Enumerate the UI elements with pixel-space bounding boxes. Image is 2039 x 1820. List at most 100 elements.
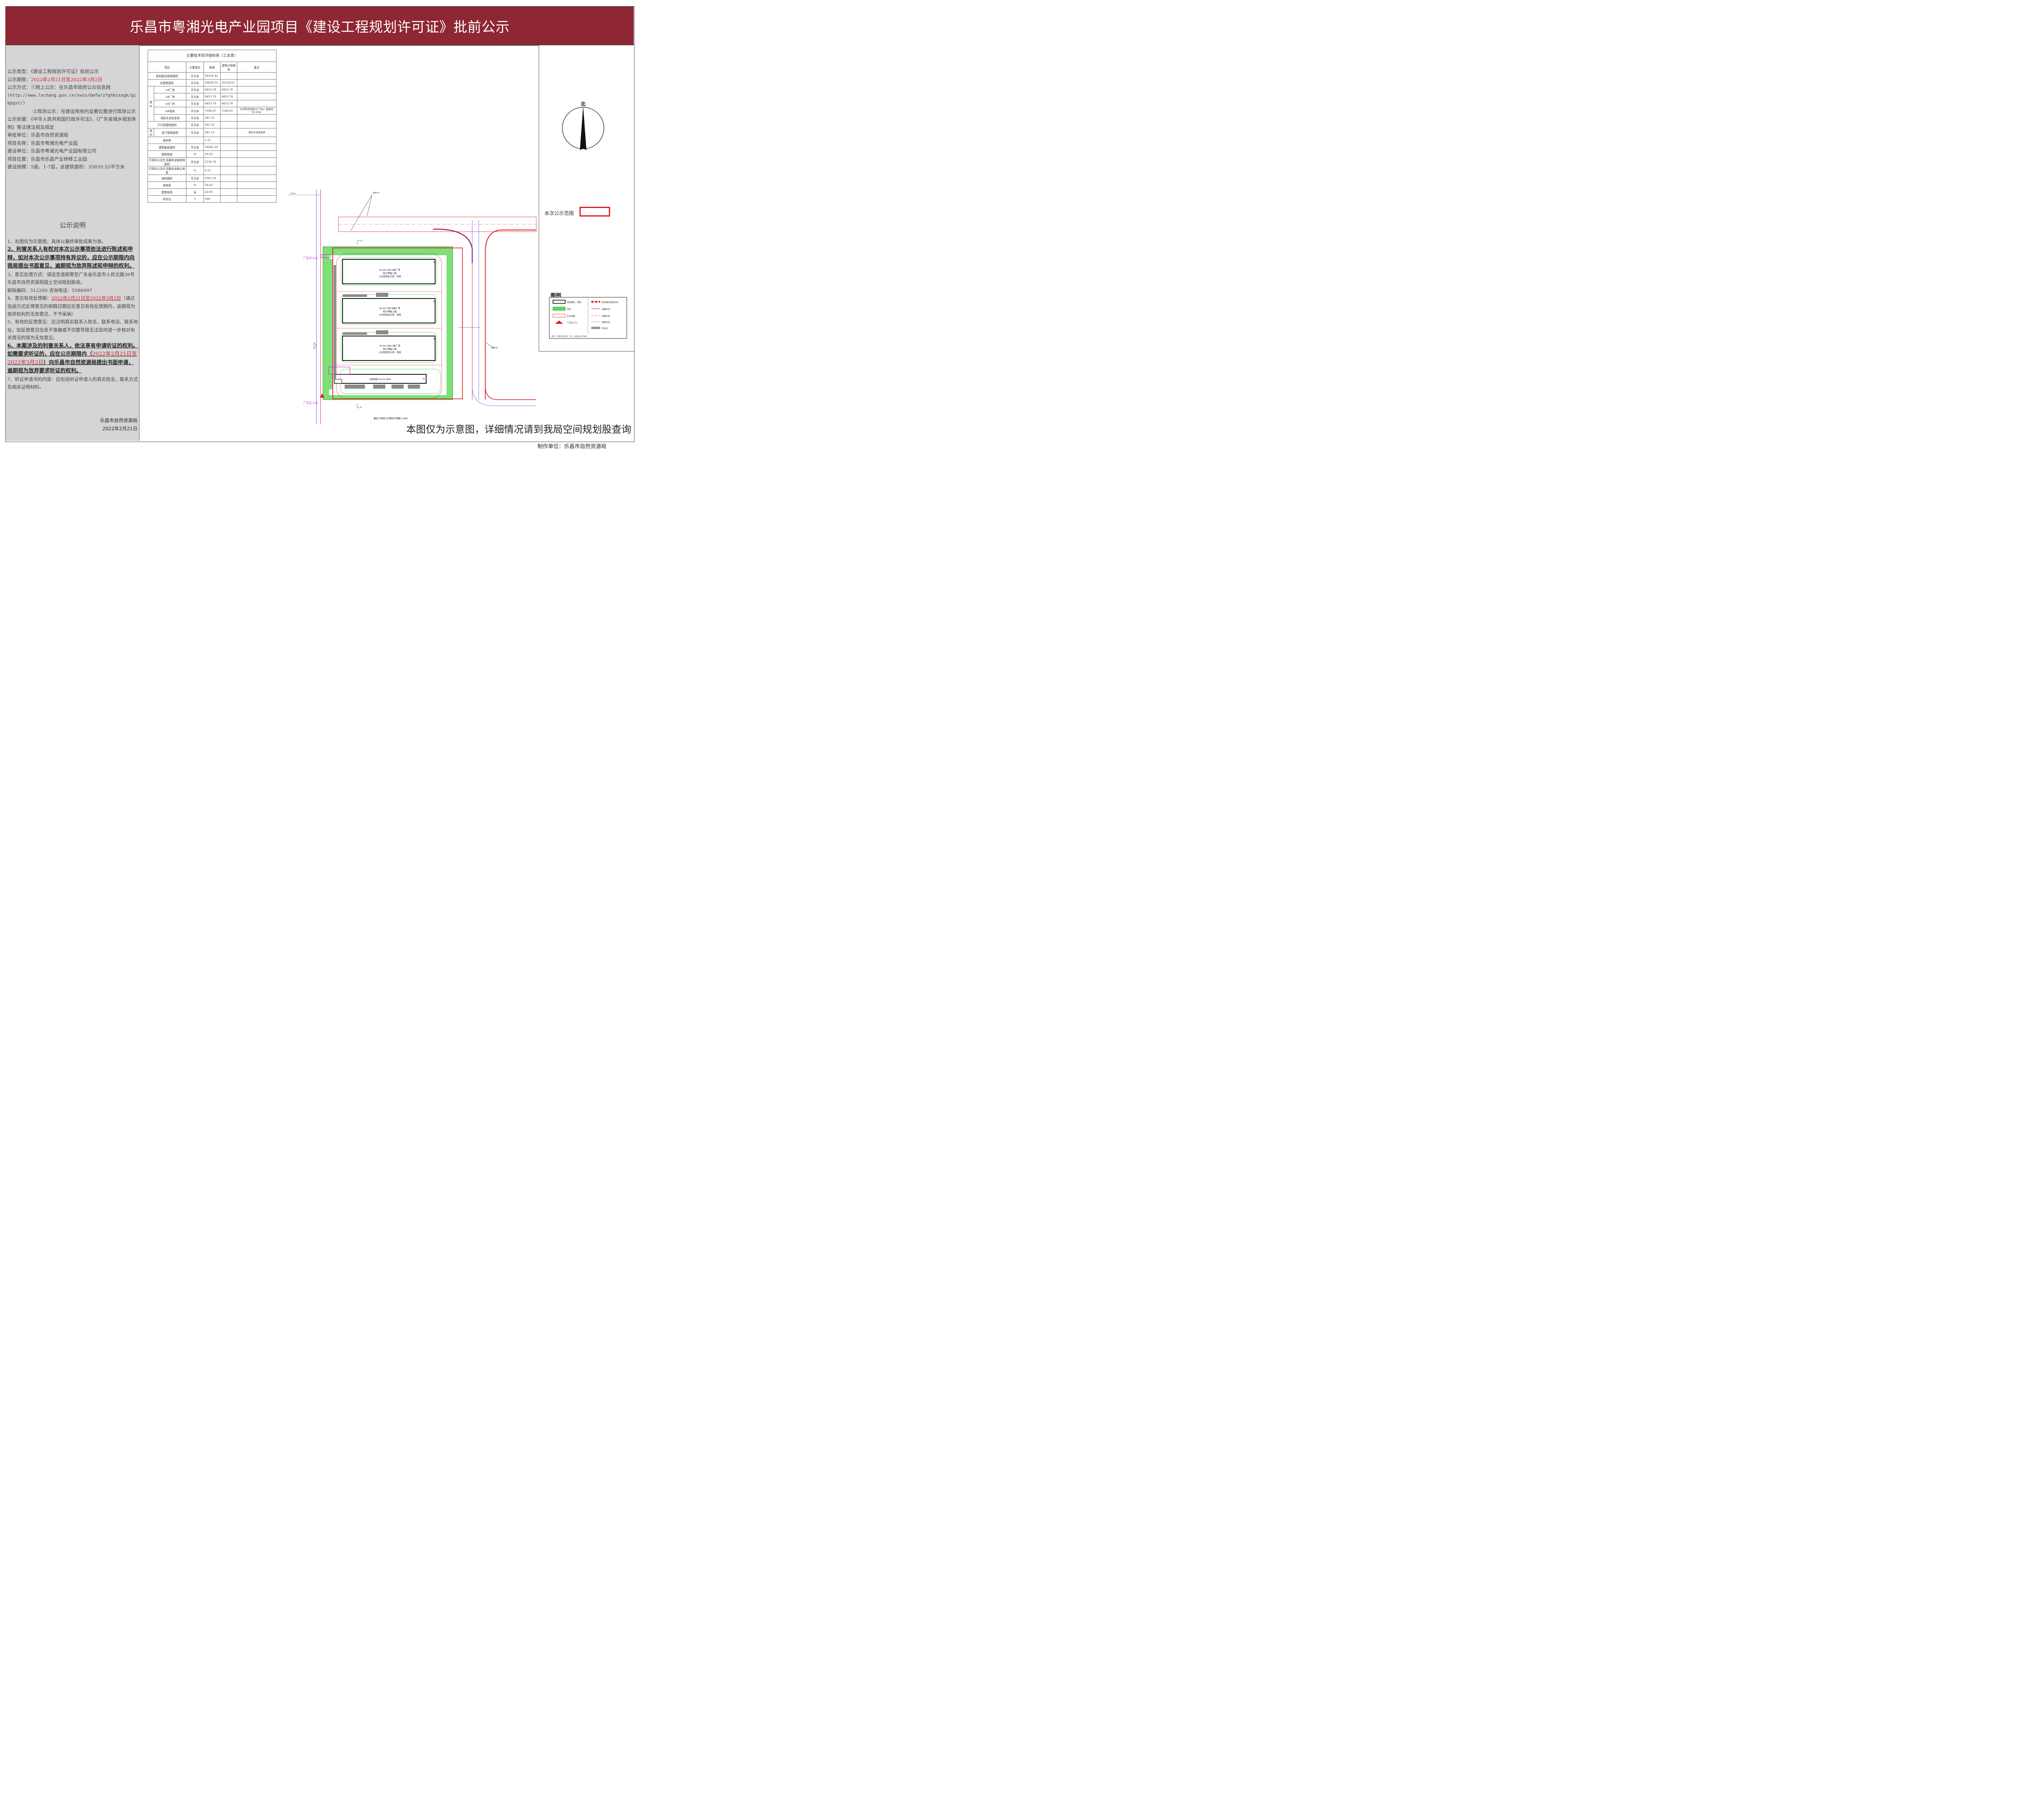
info-block: 公示类型：《建设工程规划许可证》批前公示 公示期限：2022年2月21日至202…: [7, 68, 139, 171]
cell-unit: 个: [186, 195, 204, 203]
cell-unit: 平方米: [186, 144, 204, 151]
svg-text:火灾危险性分类：丙类: 火灾危险性分类：丙类: [378, 313, 401, 316]
info-basis: 公示依据：《中华人民共和国行政许可法》、《广东省城乡规划条例》等法律法规及规定: [7, 116, 137, 130]
cell-note: [237, 137, 277, 144]
cell-note: [237, 150, 277, 158]
group-label: 其中: [148, 128, 154, 137]
cell-note: 消防水池及泵房: [237, 128, 277, 137]
table-row: 建筑密度%35.05: [148, 150, 277, 158]
cell-far: [220, 166, 237, 175]
cell-far: 35558.01: [220, 79, 237, 86]
svg-text:区内道路: 区内道路: [567, 315, 575, 318]
note-1: 1、右图仅为示意图，具体以最终审批成果为准。: [7, 239, 106, 244]
cell-value: 5581.52: [203, 175, 221, 182]
cell-value: 29334.42: [203, 72, 221, 80]
svg-text:D栋宿舍 H=22.95M: D栋宿舍 H=22.95M: [369, 378, 391, 381]
cell-item: 建筑基底面积: [148, 144, 186, 151]
table-row: 绿地率%19.03: [148, 181, 277, 189]
cell-item: 总建筑面积: [148, 79, 186, 86]
svg-text:建筑红线: 建筑红线: [602, 321, 610, 324]
cell-note: [237, 114, 277, 122]
north-needle-icon: [580, 106, 586, 150]
cell-far: [220, 144, 237, 151]
svg-text:耐火等级二级: 耐火等级二级: [383, 272, 397, 275]
cell-unit: %: [186, 150, 204, 158]
cell-note: [237, 100, 277, 107]
cell-far: [220, 128, 237, 137]
cell-item: 行政办公及生活服务设施用地面积: [148, 157, 186, 166]
group-label: 其中: [148, 86, 154, 122]
info-period: 公示期限：2022年2月21日至2022年3月2日: [7, 76, 103, 82]
cell-value: 7196.67: [203, 107, 221, 115]
cell-unit: [186, 137, 204, 144]
plan-title: 建设工程设计方案总平面图 1:800: [374, 417, 408, 420]
building-d: D栋宿舍 H=22.95M 7F: [334, 369, 441, 394]
cell-far: [220, 157, 237, 166]
cell-note: [237, 121, 277, 128]
gate-secondary-label: 厂区次入口: [303, 256, 318, 260]
site-plan: 79.8m H=19.75M A栋厂房 耐火等级二级 火灾危险性分类：丙类 3F…: [288, 190, 537, 424]
cell-value: 108: [203, 195, 221, 203]
cell-value: 19.03: [203, 181, 221, 189]
maker-label: 制作单位：乐昌市自然资源局: [537, 444, 607, 450]
svg-text:7F: 7F: [422, 378, 425, 380]
cell-item: 1#厂房: [154, 86, 186, 93]
note-3: 3、意见反馈方式：请送至或邮寄至广东省乐昌市人民北路36号乐昌市自然资源局国土空…: [7, 272, 135, 285]
note-3b: 邮政编码：512200 咨询电话：5586997: [7, 287, 92, 293]
cell-value: 35.05: [203, 150, 221, 158]
cell-item: 地下建筑面积: [154, 128, 186, 137]
building-a: H=19.75M A栋厂房 耐火等级二级 火灾危险性分类：丙类 3F: [341, 257, 437, 286]
cell-far: 9453.78: [220, 93, 237, 100]
svg-text:道路红线: 道路红线: [373, 191, 379, 194]
svg-text:3F: 3F: [433, 338, 436, 341]
north-label: 北: [581, 101, 586, 107]
svg-text:火灾危险性分类：丙类: 火灾危险性分类：丙类: [378, 275, 401, 278]
building-c: H=19.75M C栋厂房 耐火等级二级 火灾危险性分类：丙类 3F: [341, 332, 437, 363]
signature-block: 乐昌市自然资源局 2022年2月21日: [100, 416, 137, 433]
info-scale: 建设规模：5座，1-7层，总建筑面积：35839.53平方米: [7, 164, 125, 170]
cell-item: 规划建设用地面积: [148, 72, 186, 80]
th-far: 建筑计容面积: [220, 62, 237, 73]
cell-note: [237, 175, 277, 182]
svg-text:H=19.75M C栋厂房: H=19.75M C栋厂房: [379, 344, 400, 347]
cell-note: [237, 181, 277, 189]
cell-value: 281.52: [203, 128, 221, 137]
signer-name: 乐昌市自然资源局: [100, 418, 137, 423]
cell-item: 3#厂房: [154, 100, 186, 107]
info-project: 项目名称：乐昌市粤湘光电产业园: [7, 140, 78, 146]
info-method: 公示方式：①网上公示：在乐昌市政府公众信息网: [7, 84, 111, 90]
tech-indicator-table: 主要技术经济指标表（工业类） 项目 计算单位 数值 建筑计容面积 备注 规划建设…: [148, 50, 277, 203]
cell-unit: 平方米: [186, 107, 204, 115]
svg-text:规划建筑、层数: 规划建筑、层数: [567, 301, 581, 304]
cell-value: 9453.78: [203, 86, 221, 93]
cell-note: [237, 144, 277, 151]
svg-text:79.8m: 79.8m: [290, 192, 296, 195]
cell-unit: 平方米: [186, 79, 204, 86]
svg-text:道路红线: 道路红线: [602, 308, 610, 311]
note-6: 6、本案涉及的利害关系人，依法享有申请听证的权利。如需要求听证的，应在公示期限内…: [7, 343, 139, 374]
th-note: 备注: [237, 62, 277, 73]
cell-item: 消防水池及泵房: [154, 114, 186, 122]
svg-text:道路中线: 道路中线: [491, 346, 498, 349]
cell-value: 281.52: [203, 121, 221, 128]
legend-note: 说明：1.图中所注坐标、尺寸、标高均以米为单位: [551, 335, 587, 337]
cell-unit: 米: [186, 188, 204, 196]
cell-far: [220, 195, 237, 203]
notes-block: 1、右图仅为示意图，具体以最终审批成果为准。 2、利害关系人有权对本次公示事项依…: [7, 238, 139, 391]
legend-center: 道路中线: [591, 315, 610, 318]
sign-date: 2022年2月21日: [102, 426, 137, 431]
svg-text:耐火等级二级: 耐火等级二级: [383, 310, 397, 313]
cell-unit: 平方米: [186, 93, 204, 100]
cell-value: 1236.78: [203, 157, 221, 166]
cell-far: [220, 72, 237, 80]
cell-item: 停车位: [148, 195, 186, 203]
cell-far: [220, 188, 237, 196]
note-5: 5、有效的反馈意见：应注明真实联系人姓名、联系电话、联系地址，如反馈意见信息不准…: [7, 319, 138, 341]
